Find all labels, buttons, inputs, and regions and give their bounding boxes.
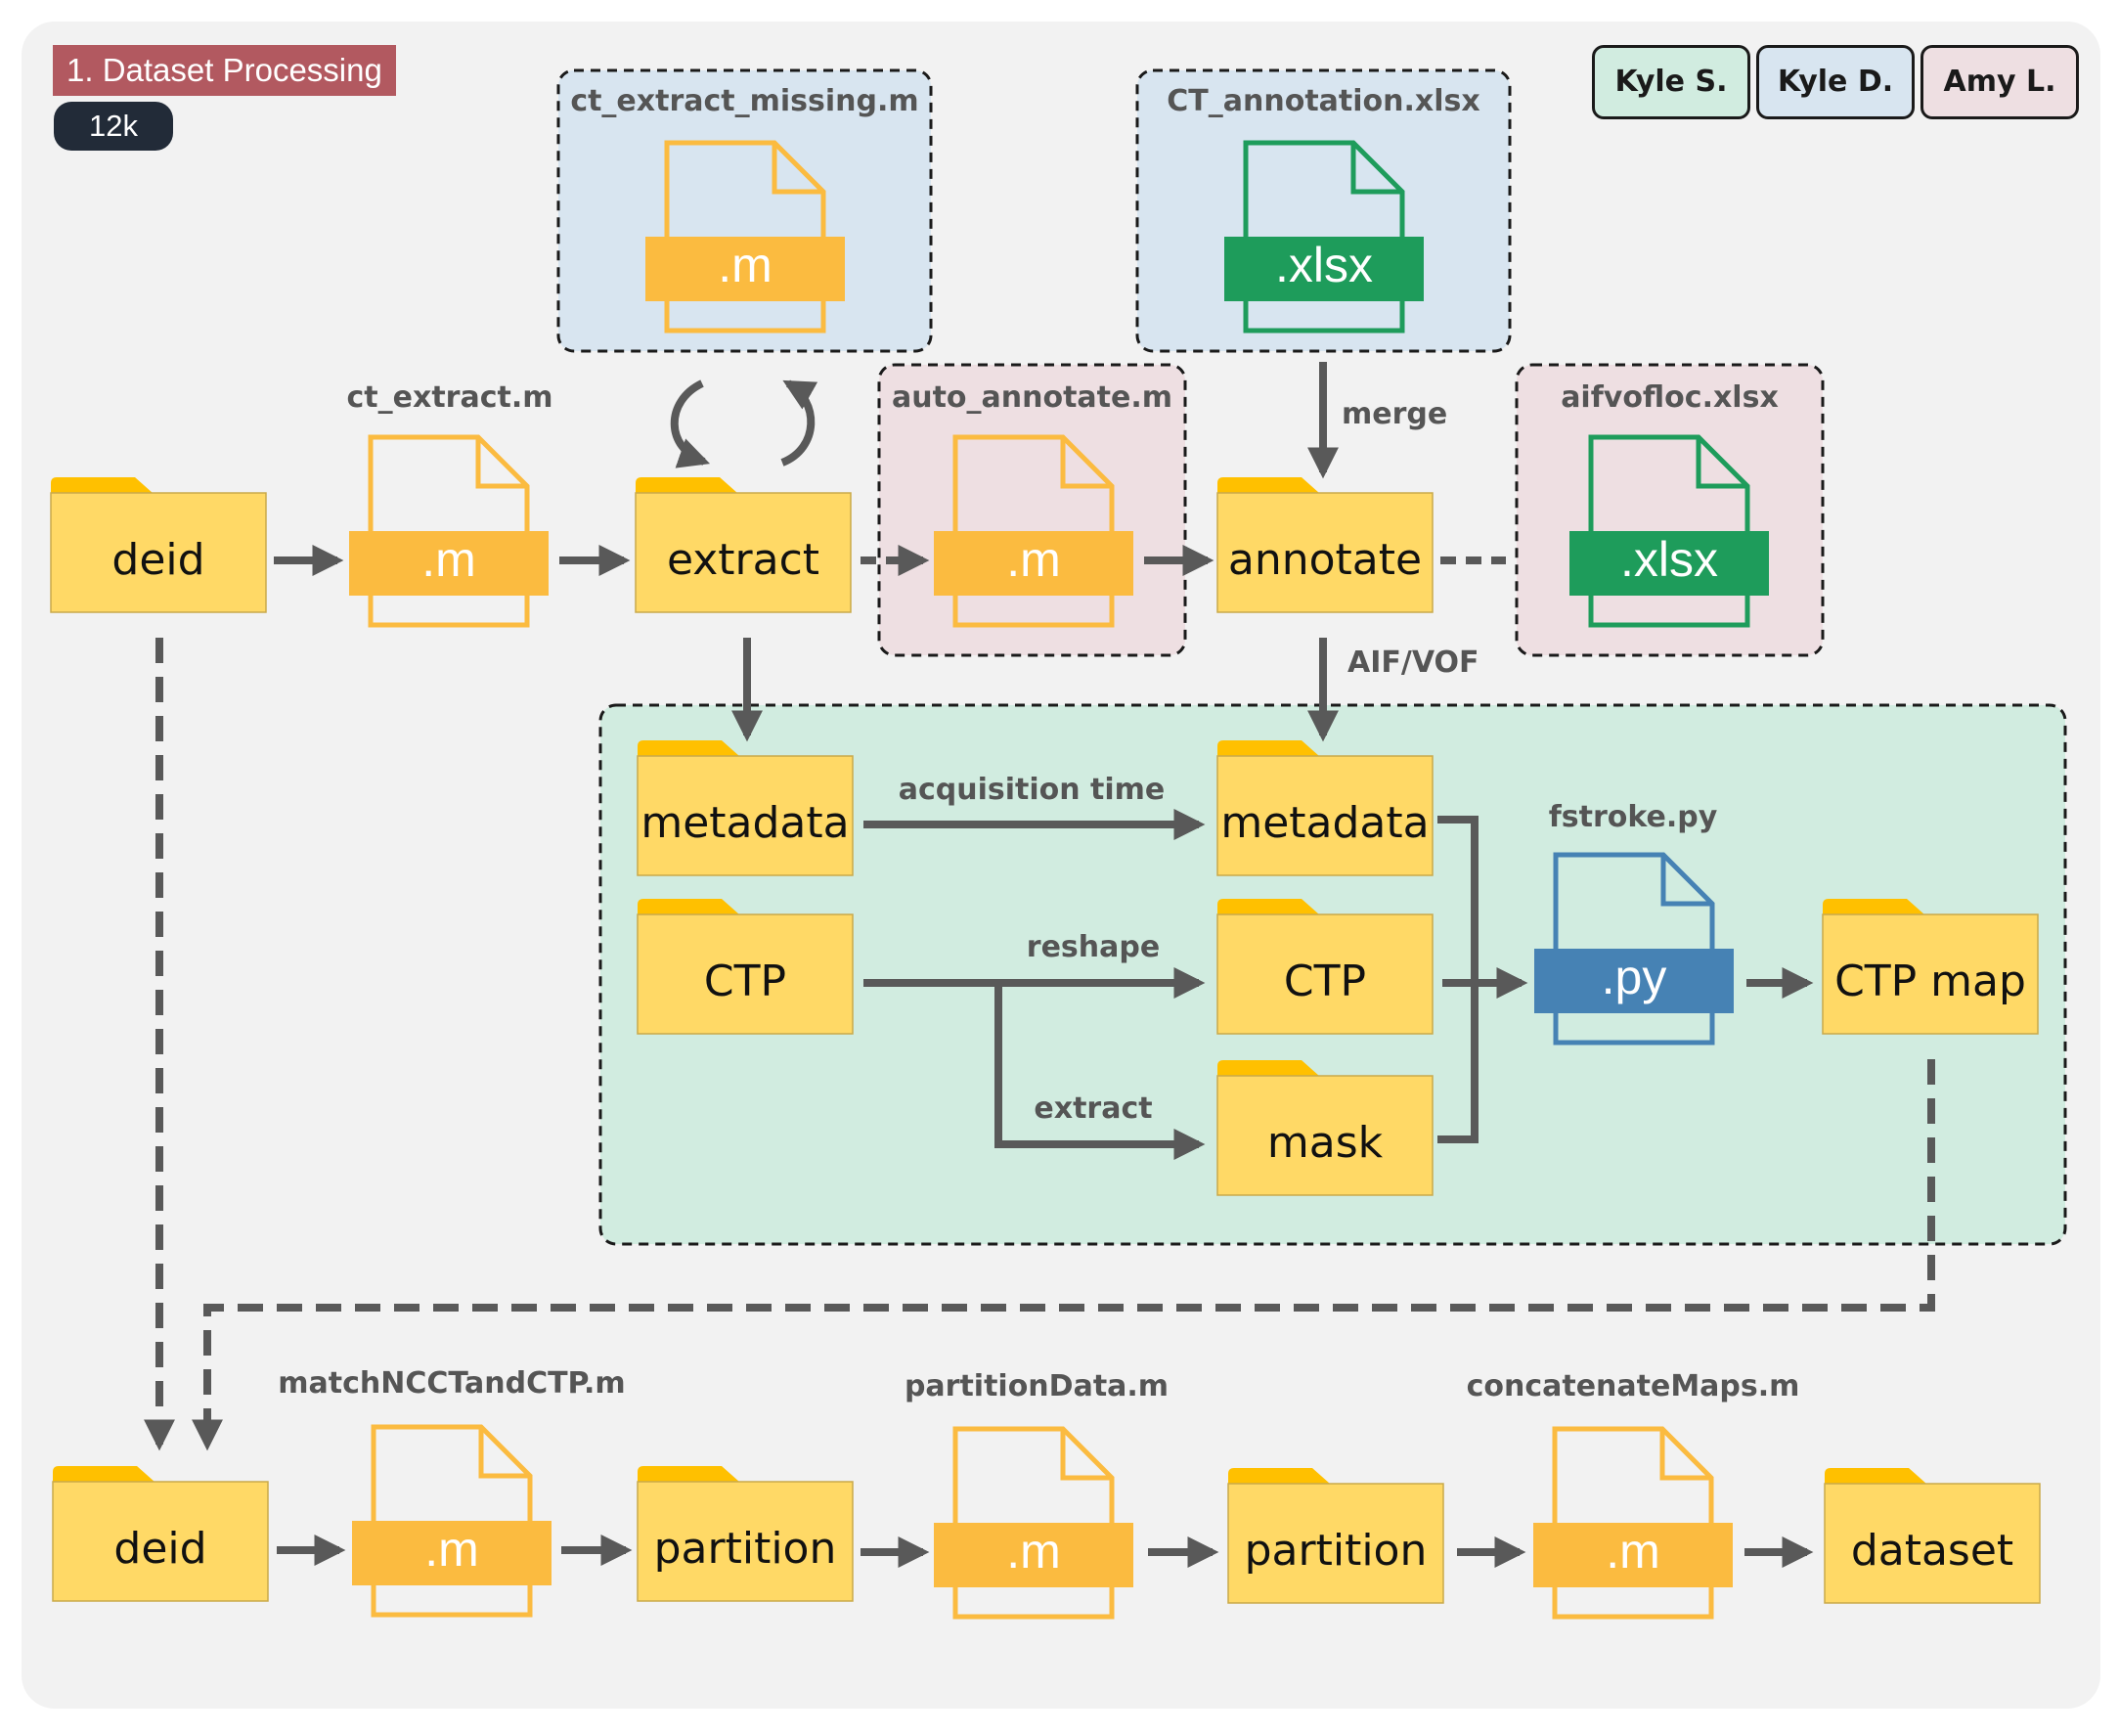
file-label-fstroke: fstroke.py [1548, 800, 1718, 834]
folder-icon-mask [1216, 1060, 1434, 1196]
folder-label-partition-2: partition [1244, 1526, 1428, 1576]
file-ext-concatenate: .m [1606, 1524, 1660, 1579]
folder-label-metadata-left: metadata [640, 798, 850, 848]
folder-label-dataset: dataset [1850, 1526, 2014, 1576]
legend-chip-amy-l: Amy L. [1920, 45, 2079, 119]
folder-icon-annotate [1216, 477, 1434, 613]
folder-icon-ctp-map [1822, 899, 2039, 1035]
file-ext-aifvofloc: .xlsx [1620, 532, 1718, 587]
folder-icon-dataset [1824, 1468, 2041, 1604]
file-label-concatenate: concatenateMaps.m [1466, 1369, 1800, 1403]
folder-icon-extract [635, 477, 852, 613]
edge-label-extract: extract [1034, 1091, 1153, 1126]
file-label-ct-extract-missing: ct_extract_missing.m [570, 84, 919, 118]
file-label-partition-data: partitionData.m [904, 1369, 1170, 1403]
folder-label-partition-1: partition [653, 1524, 837, 1574]
legend-chip-kyle-d: Kyle D. [1756, 45, 1915, 119]
file-ext-fstroke: .py [1601, 950, 1667, 1004]
file-icons [349, 140, 1769, 1620]
folder-label-metadata-right: metadata [1220, 798, 1430, 848]
file-icon-ct-extract-missing [645, 140, 845, 334]
folder-label-mask: mask [1266, 1118, 1384, 1168]
file-icon-ct-annotation [1224, 140, 1424, 334]
file-ext-partition-data: .m [1006, 1524, 1061, 1579]
folder-label-deid-bottom: deid [113, 1524, 207, 1574]
legend-chip-kyle-s: Kyle S. [1592, 45, 1750, 119]
file-icon-aifvofloc [1569, 434, 1769, 628]
file-label-ct-extract: ct_extract.m [346, 380, 553, 415]
folder-label-ctp-map: CTP map [1834, 957, 2026, 1006]
folder-label-extract: extract [666, 535, 820, 585]
file-ext-match: .m [424, 1522, 479, 1577]
folder-icon-partition-1 [637, 1466, 854, 1602]
edge-label-reshape: reshape [1026, 930, 1161, 964]
file-ext-ct-extract: .m [421, 532, 476, 587]
file-label-ct-annotation: CT_annotation.xlsx [1167, 84, 1480, 118]
folder-label-deid-top: deid [111, 535, 205, 585]
folder-label-ctp-left: CTP [703, 957, 787, 1006]
file-icon-auto-annotate [934, 434, 1133, 628]
folder-icon-metadata-right [1216, 740, 1434, 876]
edge-label-acquisition-time: acquisition time [898, 773, 1166, 807]
folder-icon-deid-bottom [52, 1466, 269, 1602]
arrow-extract-mask [994, 983, 1206, 1160]
file-label-match: matchNCCTandCTP.m [278, 1366, 626, 1401]
file-icon-fstroke [1534, 852, 1734, 1046]
file-icon-match [352, 1424, 552, 1618]
folder-label-ctp-right: CTP [1283, 957, 1367, 1006]
diagram-title: 1. Dataset Processing [53, 45, 396, 96]
file-label-aifvofloc: aifvofloc.xlsx [1561, 380, 1779, 415]
folder-icon-ctp-left [637, 899, 854, 1035]
folder-icons [50, 477, 2041, 1604]
folder-icon-ctp-right [1216, 899, 1434, 1035]
folder-icon-metadata-left [637, 740, 854, 876]
file-icon-partition-data [934, 1426, 1133, 1620]
dataset-count-badge: 12k [54, 102, 173, 151]
file-ext-auto-annotate: .m [1006, 532, 1061, 587]
folder-icon-deid-top [50, 477, 267, 613]
file-ext-ct-extract-missing: .m [718, 238, 773, 292]
folder-label-annotate: annotate [1227, 535, 1423, 585]
file-label-auto-annotate: auto_annotate.m [891, 380, 1173, 415]
cycle-arrow-right [780, 379, 818, 467]
file-icon-ct-extract [349, 434, 549, 628]
folder-icon-partition-2 [1227, 1468, 1444, 1604]
arrow-ctp-map-dashed-return [192, 1059, 1935, 1451]
connectors [144, 362, 1935, 1568]
edge-label-merge: merge [1342, 397, 1448, 431]
edge-label-aif-vof: AIF/VOF [1347, 645, 1479, 680]
file-ext-ct-annotation: .xlsx [1275, 238, 1373, 292]
file-icon-concatenate [1533, 1426, 1733, 1620]
cycle-arrow-left [670, 379, 711, 468]
